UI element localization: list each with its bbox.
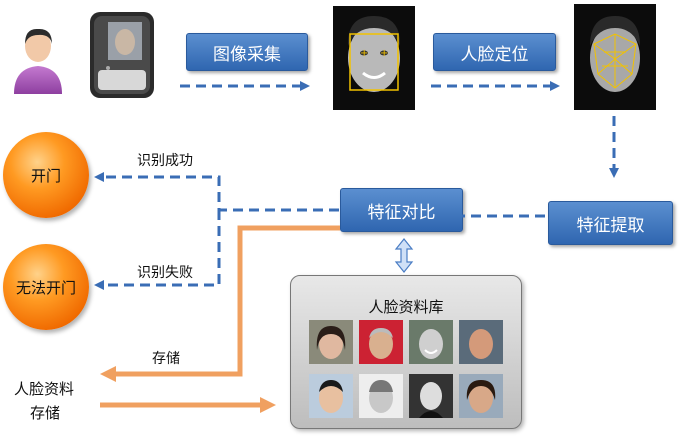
- feature-extract-label: 特征提取: [576, 215, 645, 236]
- face-database-title: 人脸资料库: [368, 298, 444, 316]
- cannot-open-label: 无法开门: [15, 278, 76, 297]
- face-thumbnail: [309, 320, 353, 364]
- image-capture-label: 图像采集: [213, 44, 281, 65]
- open-door-label: 开门: [30, 166, 61, 185]
- feature-compare-box: 特征对比: [340, 188, 463, 232]
- face-thumbnail: [459, 320, 503, 364]
- face-thumbnail: [359, 374, 403, 418]
- recognize-success-label: 识别成功: [137, 153, 193, 169]
- face-thumbnail: [459, 374, 503, 418]
- face-locate-label: 人脸定位: [460, 44, 529, 65]
- arrow-to-open-door: [94, 172, 339, 212]
- image-capture-box: 图像采集: [186, 33, 308, 71]
- cannot-open-circle: 无法开门: [3, 244, 89, 330]
- double-arrow-compare-db: [394, 238, 414, 273]
- face-landmark-photo: [574, 4, 656, 110]
- face-capture-device: [88, 8, 158, 102]
- face-data-store-line1: 人脸资料: [14, 380, 75, 398]
- store-label: 存储: [152, 351, 180, 367]
- face-locate-box: 人脸定位: [433, 33, 556, 71]
- face-thumbnail: [309, 374, 353, 418]
- face-database: 人脸资料库: [290, 275, 522, 429]
- face-data-store-line2: 存储: [30, 404, 61, 422]
- face-detection-photo: + +: [333, 6, 415, 110]
- face-database-grid: [309, 320, 503, 418]
- svg-text:+: +: [360, 48, 368, 59]
- face-thumbnail: [409, 374, 453, 418]
- recognize-fail-label: 识别失败: [137, 265, 193, 281]
- feature-extract-box: 特征提取: [548, 201, 673, 245]
- face-thumbnail: [409, 320, 453, 364]
- svg-text:+: +: [380, 48, 388, 59]
- user-icon: [10, 24, 66, 96]
- open-door-circle: 开门: [3, 132, 89, 218]
- face-thumbnail: [359, 320, 403, 364]
- feature-compare-label: 特征对比: [367, 202, 436, 223]
